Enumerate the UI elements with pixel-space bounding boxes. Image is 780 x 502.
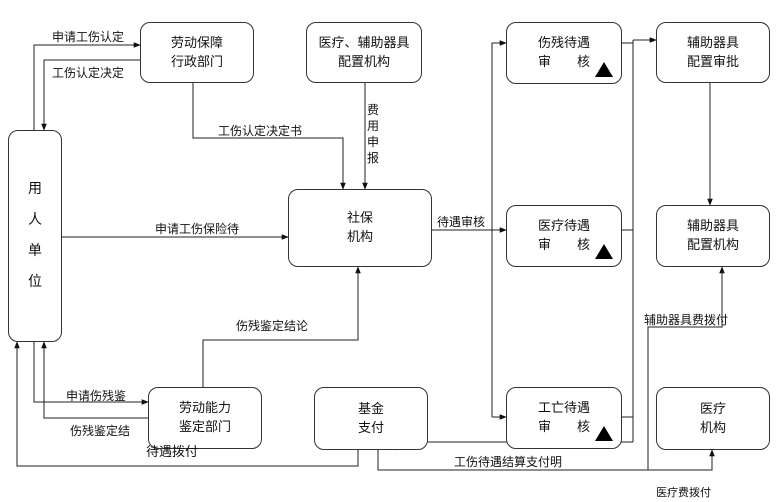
label-disability-conclusion: 伤残鉴定结论 xyxy=(236,319,309,333)
label-apply-insurance: 申请工伤保险待 xyxy=(155,222,240,236)
edge-disability-result xyxy=(41,341,148,419)
edge-device-fee xyxy=(377,266,725,471)
triangle-icon xyxy=(595,62,613,77)
edge-injury-decision xyxy=(41,59,140,131)
label-apply-injury: 申请工伤认定 xyxy=(52,30,125,44)
triangle-icon xyxy=(595,244,613,259)
edge-benefit-disbursement xyxy=(14,341,359,467)
edge-apply-disability xyxy=(33,342,149,405)
label-injury-decision-doc: 工伤认定决定书 xyxy=(218,124,303,138)
fund-payment-node: 基金 支付 xyxy=(314,387,428,450)
label-expense-report: 费 用 申 报 xyxy=(366,103,379,165)
edge-disability-conclusion xyxy=(202,266,361,387)
labor-admin-node: 劳动保障 行政部门 xyxy=(140,22,254,83)
device-org-node: 辅助器具 配置机构 xyxy=(656,205,770,267)
edge-medical-fee xyxy=(648,449,715,471)
label-device-fee: 辅助器具费拨付 xyxy=(644,313,729,327)
capacity-dept-node: 劳动能力 鉴定部门 xyxy=(148,387,262,449)
edge-apply-injury xyxy=(33,42,141,130)
label-settlement: 工伤待遇结算支付明 xyxy=(454,455,563,469)
edge-injury-decision-doc xyxy=(192,83,346,190)
label-benefit-review: 待遇审核 xyxy=(437,215,486,229)
employer-node: 用 人 单 位 xyxy=(8,130,62,342)
label-injury-decision: 工伤认定决定 xyxy=(52,66,125,80)
device-approval-node: 辅助器具 配置审批 xyxy=(656,22,770,83)
disability-review-node: 伤残待遇 审 核 xyxy=(506,22,622,84)
label-disability-result: 伤残鉴定结 xyxy=(70,424,131,438)
medical-device-org-node: 医疗、辅助器具 配置机构 xyxy=(306,22,422,83)
medical-org-node: 医疗 机构 xyxy=(656,387,770,450)
social-security-node: 社保 机构 xyxy=(288,189,432,267)
label-medical-fee: 医疗费拨付 xyxy=(656,486,711,499)
label-apply-disability: 申请伤残鉴 xyxy=(66,389,127,403)
label-benefit-disbursement: 待遇拨付 xyxy=(146,445,199,460)
triangle-icon xyxy=(595,426,613,441)
